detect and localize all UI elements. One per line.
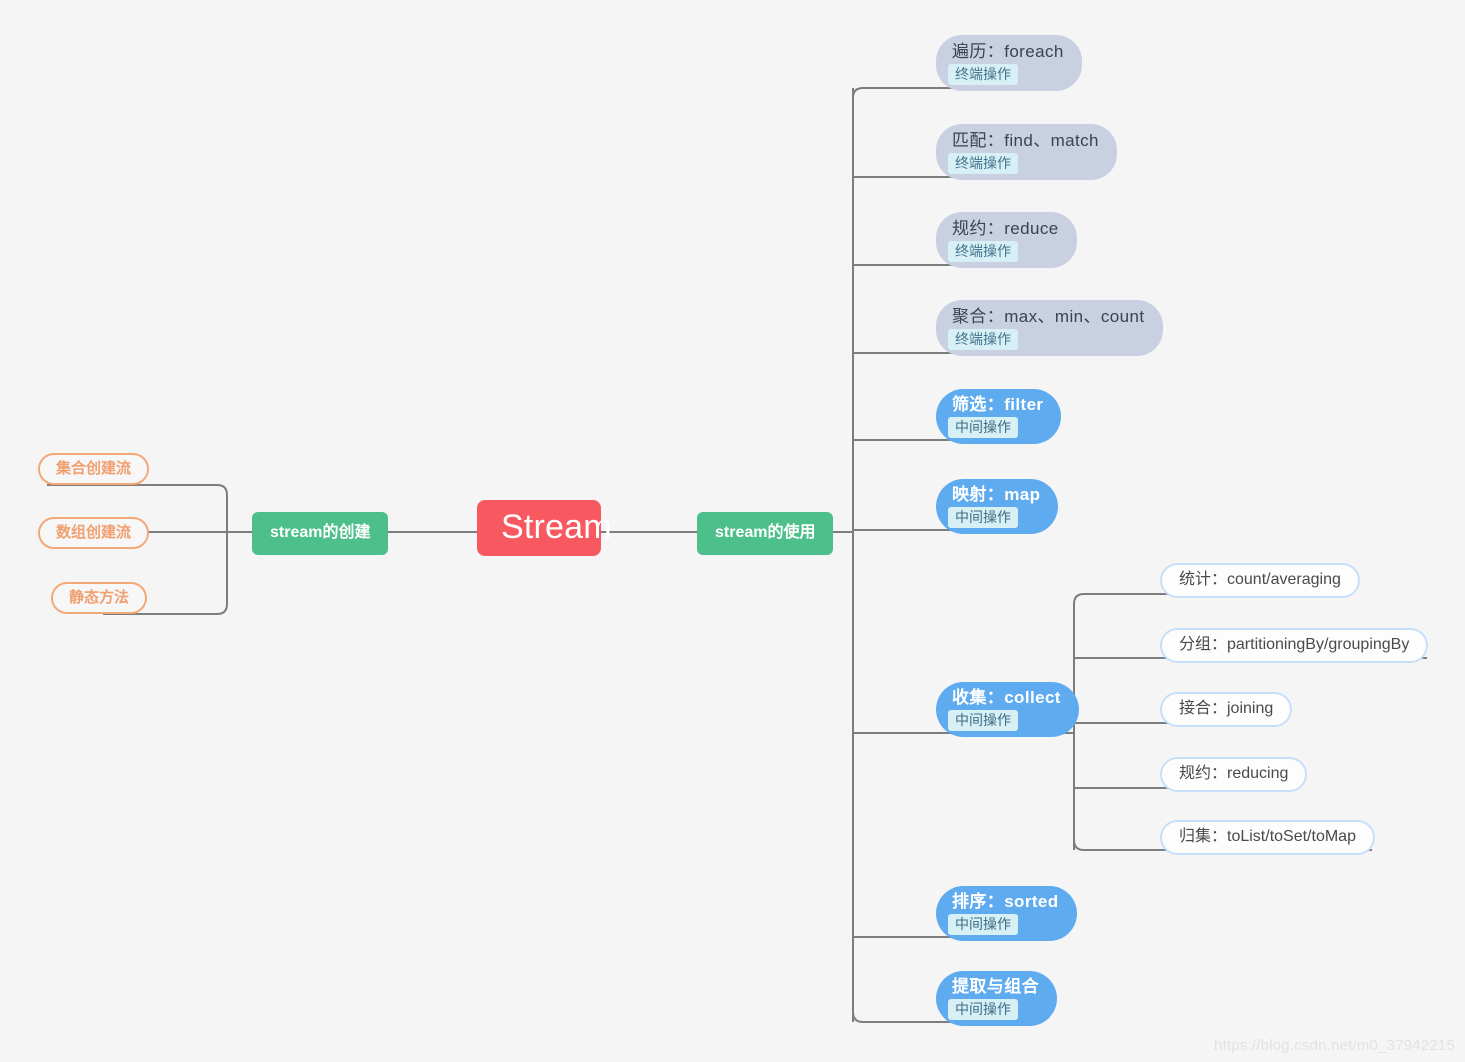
node-reduce-tag: 终端操作 (948, 240, 1018, 262)
node-stream-creation[interactable]: stream的创建 (252, 512, 389, 555)
node-collect[interactable]: 收集：collect 中间操作 (936, 682, 1079, 737)
node-collect-title: 收集：collect (952, 688, 1061, 707)
watermark: https://blog.csdn.net/m0_37942215 (1214, 1037, 1455, 1054)
node-collect-joining[interactable]: 接合：joining (1160, 692, 1293, 728)
node-map-tag: 中间操作 (948, 506, 1018, 528)
node-stream-usage[interactable]: stream的使用 (697, 512, 834, 555)
node-sorted-title: 排序：sorted (952, 892, 1059, 911)
node-aggregate[interactable]: 聚合：max、min、count 终端操作 (936, 300, 1163, 356)
node-extract-combine-title: 提取与组合 (952, 977, 1039, 996)
node-reduce[interactable]: 规约：reduce 终端操作 (936, 212, 1077, 268)
node-collect-grouping[interactable]: 分组：partitioningBy/groupingBy (1160, 628, 1429, 664)
node-filter[interactable]: 筛选：filter 中间操作 (936, 389, 1062, 444)
node-aggregate-tag: 终端操作 (948, 328, 1018, 350)
node-collect-reducing[interactable]: 规约：reducing (1160, 757, 1308, 793)
node-collect-statistics[interactable]: 统计：count/averaging (1160, 563, 1360, 599)
node-reduce-title: 规约：reduce (952, 219, 1059, 238)
node-filter-tag: 中间操作 (948, 416, 1018, 438)
node-foreach-tag: 终端操作 (948, 63, 1018, 85)
node-collect-tolist[interactable]: 归集：toList/toSet/toMap (1160, 820, 1375, 856)
node-foreach[interactable]: 遍历：foreach 终端操作 (936, 35, 1082, 91)
node-collect-tag: 中间操作 (948, 709, 1018, 731)
node-extract-combine-tag: 中间操作 (948, 998, 1018, 1020)
node-find-match-tag: 终端操作 (948, 152, 1018, 174)
node-find-match[interactable]: 匹配：find、match 终端操作 (936, 124, 1117, 180)
root-node[interactable]: Stream (477, 500, 612, 557)
node-map-title: 映射：map (952, 485, 1041, 504)
node-create-from-collection[interactable]: 集合创建流 (38, 453, 150, 486)
node-find-match-title: 匹配：find、match (952, 131, 1099, 150)
node-sorted-tag: 中间操作 (948, 913, 1018, 935)
node-create-static-method[interactable]: 静态方法 (51, 582, 148, 615)
node-sorted[interactable]: 排序：sorted 中间操作 (936, 886, 1077, 941)
node-create-from-array[interactable]: 数组创建流 (38, 517, 150, 550)
node-filter-title: 筛选：filter (952, 395, 1044, 414)
node-extract-combine[interactable]: 提取与组合 中间操作 (936, 971, 1057, 1026)
node-aggregate-title: 聚合：max、min、count (952, 307, 1145, 326)
node-foreach-title: 遍历：foreach (952, 42, 1064, 61)
node-map[interactable]: 映射：map 中间操作 (936, 479, 1059, 534)
